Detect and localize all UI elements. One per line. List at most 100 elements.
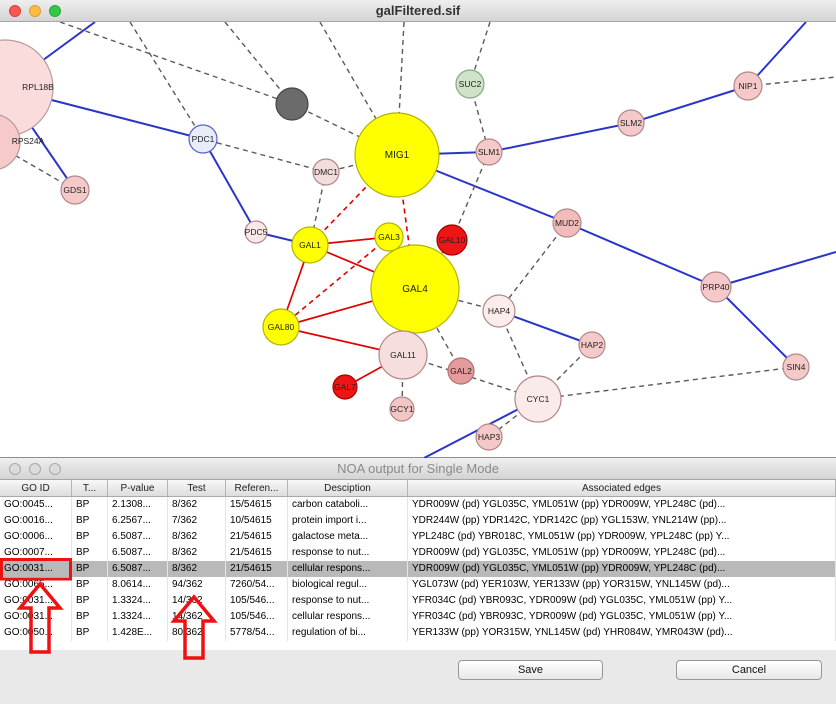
network-node-gal7[interactable]	[332, 374, 358, 400]
close-button[interactable]	[9, 463, 21, 475]
network-node-gal80[interactable]	[262, 308, 300, 346]
network-node-cyc1[interactable]	[514, 375, 562, 423]
network-edge[interactable]	[537, 366, 797, 400]
table-cell: BP	[72, 577, 108, 593]
table-cell: galactose meta...	[288, 529, 408, 545]
network-node-gal11[interactable]	[378, 330, 428, 380]
network-node-gds1[interactable]	[60, 175, 90, 205]
table-cell: GO:0006...	[0, 529, 72, 545]
column-header-test[interactable]: Test	[168, 480, 226, 496]
network-edge[interactable]	[0, 142, 76, 191]
network-node-gal3[interactable]	[374, 222, 404, 252]
noa-window-titlebar[interactable]: NOA output for Single Mode	[0, 458, 836, 480]
table-cell: 21/54615	[226, 545, 288, 561]
network-edge[interactable]	[566, 222, 717, 288]
network-node-gal4[interactable]	[370, 244, 460, 334]
table-cell: 1.3324...	[108, 609, 168, 625]
table-cell: GO:0016...	[0, 513, 72, 529]
network-node-gal10[interactable]	[436, 224, 468, 256]
minimize-button[interactable]	[29, 463, 41, 475]
network-node-hap2[interactable]	[578, 331, 606, 359]
network-node-sin4[interactable]	[782, 353, 810, 381]
network-node-pdc1[interactable]	[188, 124, 218, 154]
zoom-button[interactable]	[49, 5, 61, 17]
window-controls	[9, 463, 61, 475]
network-edge[interactable]	[451, 151, 490, 241]
table-cell: 8.0614...	[108, 577, 168, 593]
cancel-button[interactable]: Cancel	[676, 660, 822, 680]
table-cell: YGL073W (pd) YER103W, YER133W (pp) YOR31…	[408, 577, 836, 593]
table-cell: GO:0031...	[0, 609, 72, 625]
window-controls	[9, 5, 61, 17]
network-node-gcy1[interactable]	[389, 396, 415, 422]
network-window-titlebar[interactable]: galFiltered.sif	[0, 0, 836, 22]
column-header-desciption[interactable]: Desciption	[288, 480, 408, 496]
network-node-slm2[interactable]	[617, 109, 645, 137]
network-edge[interactable]	[747, 76, 836, 87]
network-edge[interactable]	[280, 236, 390, 328]
network-edge[interactable]	[402, 354, 539, 400]
network-node-prp40[interactable]	[700, 271, 732, 303]
table-cell: YDR244W (pp) YDR142C, YDR142C (pp) YGL15…	[408, 513, 836, 529]
network-node-mud2[interactable]	[552, 208, 582, 238]
column-header-go-id[interactable]: GO ID	[0, 480, 72, 496]
table-cell: GO:0031...	[0, 593, 72, 609]
column-header-referen[interactable]: Referen...	[226, 480, 288, 496]
zoom-button[interactable]	[49, 463, 61, 475]
save-button[interactable]: Save	[458, 660, 603, 680]
network-edge[interactable]	[291, 103, 398, 156]
network-edge[interactable]	[498, 222, 568, 312]
table-cell: YPL248C (pd) YBR018C, YML051W (pp) YDR00…	[408, 529, 836, 545]
table-cell: YER133W (pp) YOR315W, YNL145W (pd) YHR08…	[408, 625, 836, 641]
network-edge[interactable]	[498, 310, 539, 400]
network-node-gal1[interactable]	[291, 226, 329, 264]
network-node-nip1[interactable]	[733, 71, 763, 101]
table-cell: 105/546...	[226, 609, 288, 625]
table-cell: protein import i...	[288, 513, 408, 529]
table-cell: GO:0065...	[0, 577, 72, 593]
table-cell: BP	[72, 545, 108, 561]
network-node-hap4[interactable]	[482, 294, 516, 328]
column-header-associated-edges[interactable]: Associated edges	[408, 480, 836, 496]
network-edge[interactable]	[715, 286, 797, 368]
network-edge[interactable]	[202, 138, 257, 233]
network-edge[interactable]	[129, 22, 204, 140]
network-node-hap3[interactable]	[475, 423, 503, 451]
minimize-button[interactable]	[29, 5, 41, 17]
column-header-p-value[interactable]: P-value	[108, 480, 168, 496]
table-cell: YFR034C (pd) YBR093C, YDR009W (pd) YGL03…	[408, 609, 836, 625]
network-edge[interactable]	[630, 85, 749, 124]
table-cell: BP	[72, 497, 108, 513]
network-node-pdc5[interactable]	[244, 220, 268, 244]
network-node-dmc1[interactable]	[312, 158, 340, 186]
network-edge[interactable]	[202, 138, 327, 173]
network-edge[interactable]	[59, 22, 293, 105]
column-header-t[interactable]: T...	[72, 480, 108, 496]
network-edge[interactable]	[414, 288, 462, 372]
network-edge[interactable]	[488, 122, 632, 153]
table-cell: 94/362	[168, 577, 226, 593]
network-edge[interactable]	[715, 251, 836, 288]
network-node-rps24a[interactable]	[0, 114, 21, 170]
network-node-gal2[interactable]	[447, 357, 475, 385]
table-cell: carbon cataboli...	[288, 497, 408, 513]
network-node-dark1[interactable]	[275, 87, 309, 121]
network-node-suc2[interactable]	[455, 69, 485, 99]
table-cell: 6.5087...	[108, 545, 168, 561]
network-node-mig1[interactable]	[354, 112, 440, 198]
window-title: NOA output for Single Mode	[337, 461, 499, 476]
table-cell: 7/362	[168, 513, 226, 529]
close-button[interactable]	[9, 5, 21, 17]
network-node-slm1[interactable]	[475, 138, 503, 166]
table-cell: BP	[72, 529, 108, 545]
